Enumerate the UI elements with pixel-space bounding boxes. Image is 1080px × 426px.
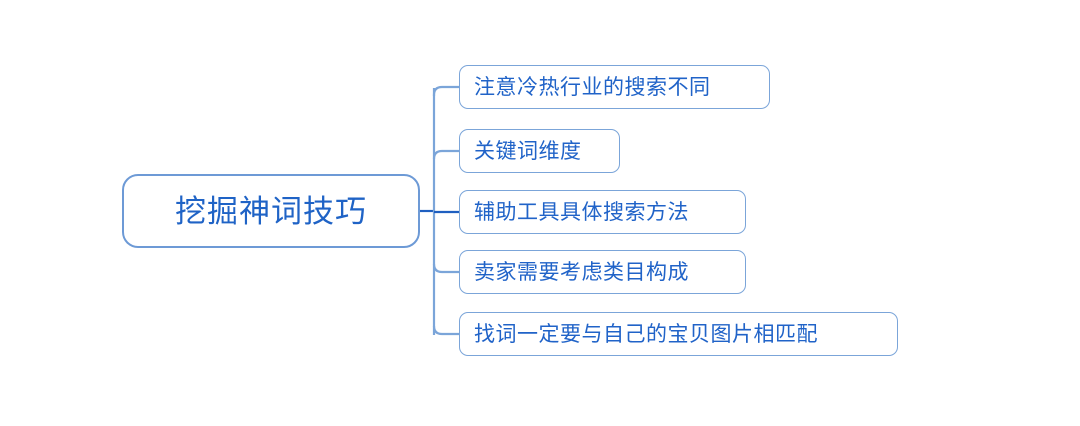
- mindmap-branch-label-0: 注意冷热行业的搜索不同: [474, 75, 711, 99]
- connector-branch-3: [432, 263, 459, 274]
- mindmap-branch-node-0[interactable]: 注意冷热行业的搜索不同: [459, 65, 770, 109]
- mindmap-branch-node-3[interactable]: 卖家需要考虑类目构成: [459, 250, 746, 294]
- mindmap-branch-node-4[interactable]: 找词一定要与自己的宝贝图片相匹配: [459, 312, 898, 356]
- mindmap-branch-label-4: 找词一定要与自己的宝贝图片相匹配: [474, 322, 818, 346]
- mindmap-branch-label-2: 辅助工具具体搜索方法: [474, 200, 689, 224]
- mindmap-branch-node-2[interactable]: 辅助工具具体搜索方法: [459, 190, 746, 234]
- mindmap-root-node[interactable]: 挖掘神词技巧: [122, 174, 420, 248]
- connector-branch-0: [432, 85, 459, 96]
- mindmap-root-label: 挖掘神词技巧: [175, 193, 367, 229]
- mindmap-branch-node-1[interactable]: 关键词维度: [459, 129, 620, 173]
- connector-branch-4: [432, 325, 459, 336]
- mindmap-branch-label-3: 卖家需要考虑类目构成: [474, 260, 689, 284]
- mindmap-branch-label-1: 关键词维度: [474, 139, 582, 163]
- connector-branch-1: [432, 149, 459, 160]
